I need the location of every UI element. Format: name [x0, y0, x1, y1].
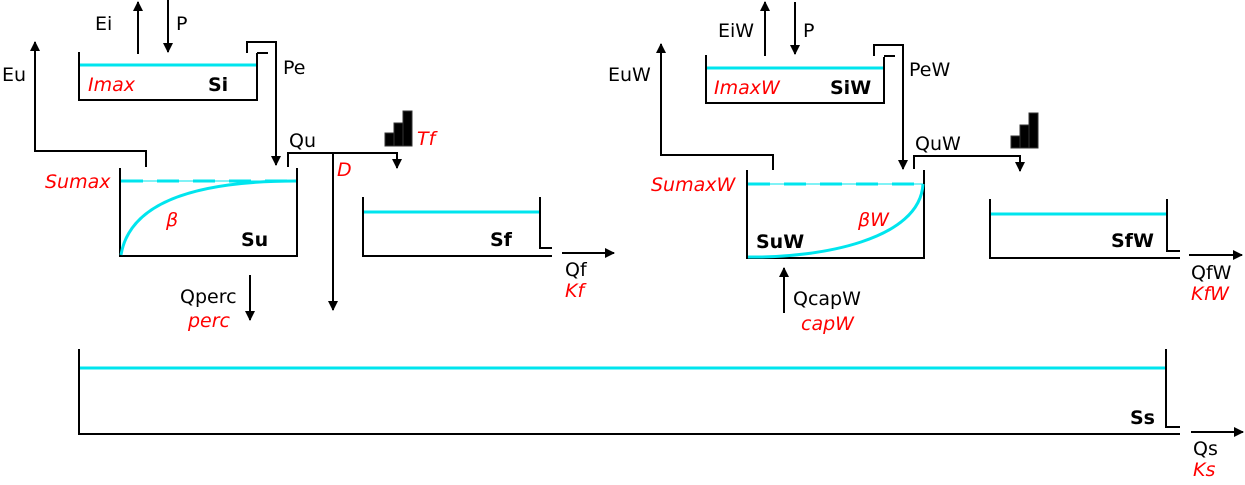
ks-label: Ks: [1193, 459, 1215, 481]
ss-reservoir-outline: [78, 349, 1180, 435]
betaw-label: βW: [857, 209, 890, 231]
pe-label: Pe: [283, 57, 305, 79]
unsaturated-store-suw: SumaxW βW SuW: [651, 170, 925, 259]
qperc-label: Qperc: [180, 286, 237, 308]
lag-bar-2: [393, 122, 404, 147]
slow-store-ss: Ss: [78, 349, 1180, 435]
left-hru: Imax Si Ei P Pe Eu Sumax β Su Qu D: [2, 0, 615, 332]
capw-label: capW: [801, 313, 855, 335]
eu-arrow: [30, 41, 147, 167]
euw-arrow: [656, 43, 774, 170]
quw-label: QuW: [915, 133, 961, 155]
su-label: Su: [241, 229, 268, 251]
sumaxw-label: SumaxW: [651, 174, 736, 196]
ss-outlet: [1165, 349, 1180, 428]
p-right-label: P: [803, 20, 814, 42]
fast-store-sfw: SfW: [989, 199, 1180, 259]
pe-arrow: [246, 41, 281, 166]
fast-store-sf: Sf: [362, 197, 552, 257]
qu-label: Qu: [289, 130, 316, 152]
si-reservoir-outline: [78, 52, 258, 101]
qcapw-label: QcapW: [793, 288, 861, 310]
sfw-reservoir-outline: [989, 199, 1180, 259]
suw-label: SuW: [756, 231, 804, 253]
qf-label: Qf: [565, 259, 588, 281]
sfw-label: SfW: [1111, 230, 1154, 252]
suw-reservoir-outline: [746, 170, 925, 259]
qfw-label: QfW: [1191, 262, 1232, 284]
beta-label: β: [165, 209, 178, 231]
euw-label: EuW: [608, 64, 651, 86]
betaw-curve: [747, 183, 925, 259]
interception-store-si: Imax Si: [78, 52, 258, 101]
p-label: P: [176, 13, 187, 35]
sf-reservoir-outline: [362, 197, 552, 257]
si-label: Si: [208, 74, 228, 96]
sf-outlet: [539, 197, 552, 249]
quw-arrow: [913, 155, 1025, 172]
perc-label: perc: [187, 310, 231, 332]
siw-reservoir-outline: [705, 55, 885, 104]
imax-label: Imax: [88, 74, 136, 96]
interception-store-siw: ImaxW SiW: [705, 55, 885, 104]
qs-label: Qs: [1193, 438, 1218, 460]
lag-bar-1: [1010, 135, 1021, 149]
eu-label: Eu: [2, 64, 26, 86]
lag-bar-1: [384, 132, 395, 147]
lag-bar-3: [402, 110, 413, 147]
kf-label: Kf: [565, 280, 587, 302]
siw-label: SiW: [830, 77, 871, 99]
su-reservoir-outline: [119, 168, 298, 257]
sumax-label: Sumax: [45, 171, 111, 193]
sf-label: Sf: [490, 229, 513, 251]
imaxw-label: ImaxW: [714, 77, 781, 99]
d-label: D: [337, 159, 352, 181]
eiw-label: EiW: [718, 20, 754, 42]
lag-bar-3: [1028, 112, 1039, 149]
right-hru: ImaxW SiW EiW P PeW EuW SumaxW βW SuW Qu…: [608, 1, 1243, 335]
ss-label: Ss: [1130, 407, 1155, 429]
bar-steps-icon: [384, 110, 413, 147]
unsaturated-store-su: Sumax β Su: [45, 168, 298, 257]
tf-label: Tf: [417, 128, 439, 150]
beta-curve: [119, 179, 297, 256]
sfw-outlet: [1166, 199, 1180, 252]
ei-label: Ei: [95, 13, 112, 35]
pew-label: PeW: [909, 59, 950, 81]
bar-steps-icon: [1010, 112, 1039, 149]
lag-bar-2: [1019, 124, 1030, 149]
kfw-label: KfW: [1191, 283, 1230, 305]
qu-to-sf-arrow: [287, 152, 402, 169]
pew-arrow: [873, 44, 908, 170]
